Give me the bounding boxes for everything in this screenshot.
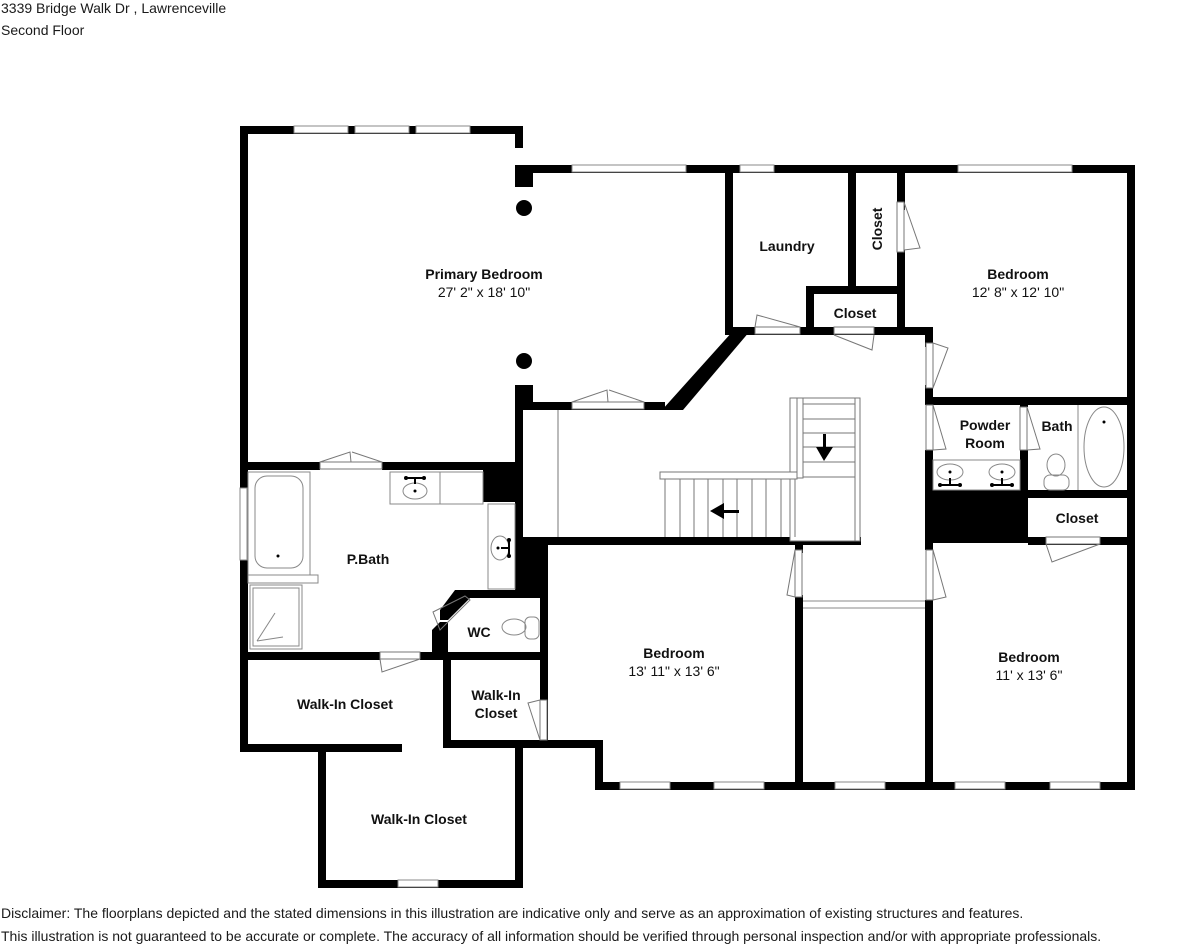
room-p-bath-label: P.Bath bbox=[346, 551, 390, 567]
windows bbox=[239, 125, 1101, 888]
room-walk-in-closet-small-label-line1: Walk-In bbox=[471, 687, 521, 703]
room-primary-bedroom-dims: 27' 2" x 18' 10" bbox=[437, 284, 531, 300]
property-address: 3339 Bridge Walk Dr , Lawrenceville bbox=[1, 0, 227, 16]
room-bedroom-se-dims: 11' x 13' 6" bbox=[995, 667, 1063, 683]
room-walk-in-closet-small-label-line2: Closet bbox=[474, 705, 518, 721]
walls bbox=[240, 126, 1135, 888]
stairs bbox=[557, 397, 861, 542]
room-powder-room-label-line1: Powder bbox=[959, 417, 1011, 433]
room-bedroom-center-dims: 13' 11" x 13' 6" bbox=[628, 663, 720, 679]
disclaimer-line-1: Disclaimer: The floorplans depicted and … bbox=[1, 905, 1024, 921]
room-walk-in-closet-west-label: Walk-In Closet bbox=[297, 696, 393, 712]
room-powder-room-label-line2: Room bbox=[965, 435, 1005, 451]
room-bedroom-se-label: Bedroom bbox=[998, 649, 1060, 665]
room-primary-bedroom-label: Primary Bedroom bbox=[425, 266, 543, 282]
room-closet-vertical-label: Closet bbox=[869, 207, 885, 251]
room-walk-in-closet-south-label: Walk-In Closet bbox=[371, 811, 467, 827]
room-closet-east-label: Closet bbox=[1055, 510, 1099, 526]
arrow-down-icon bbox=[816, 434, 833, 461]
room-wc-label: WC bbox=[467, 624, 491, 640]
floor-level: Second Floor bbox=[1, 22, 85, 38]
disclaimer-line-2: This illustration is not guaranteed to b… bbox=[1, 928, 1102, 944]
room-bedroom-center-label: Bedroom bbox=[643, 645, 705, 661]
room-laundry-label: Laundry bbox=[759, 238, 815, 254]
room-bath-label: Bath bbox=[1041, 418, 1073, 434]
arrow-left-icon bbox=[710, 503, 739, 519]
room-closet-small-label: Closet bbox=[833, 305, 877, 321]
room-bedroom-ne-label: Bedroom bbox=[987, 266, 1049, 282]
room-bedroom-ne-dims: 12' 8" x 12' 10" bbox=[971, 284, 1065, 300]
doors bbox=[319, 201, 1101, 741]
